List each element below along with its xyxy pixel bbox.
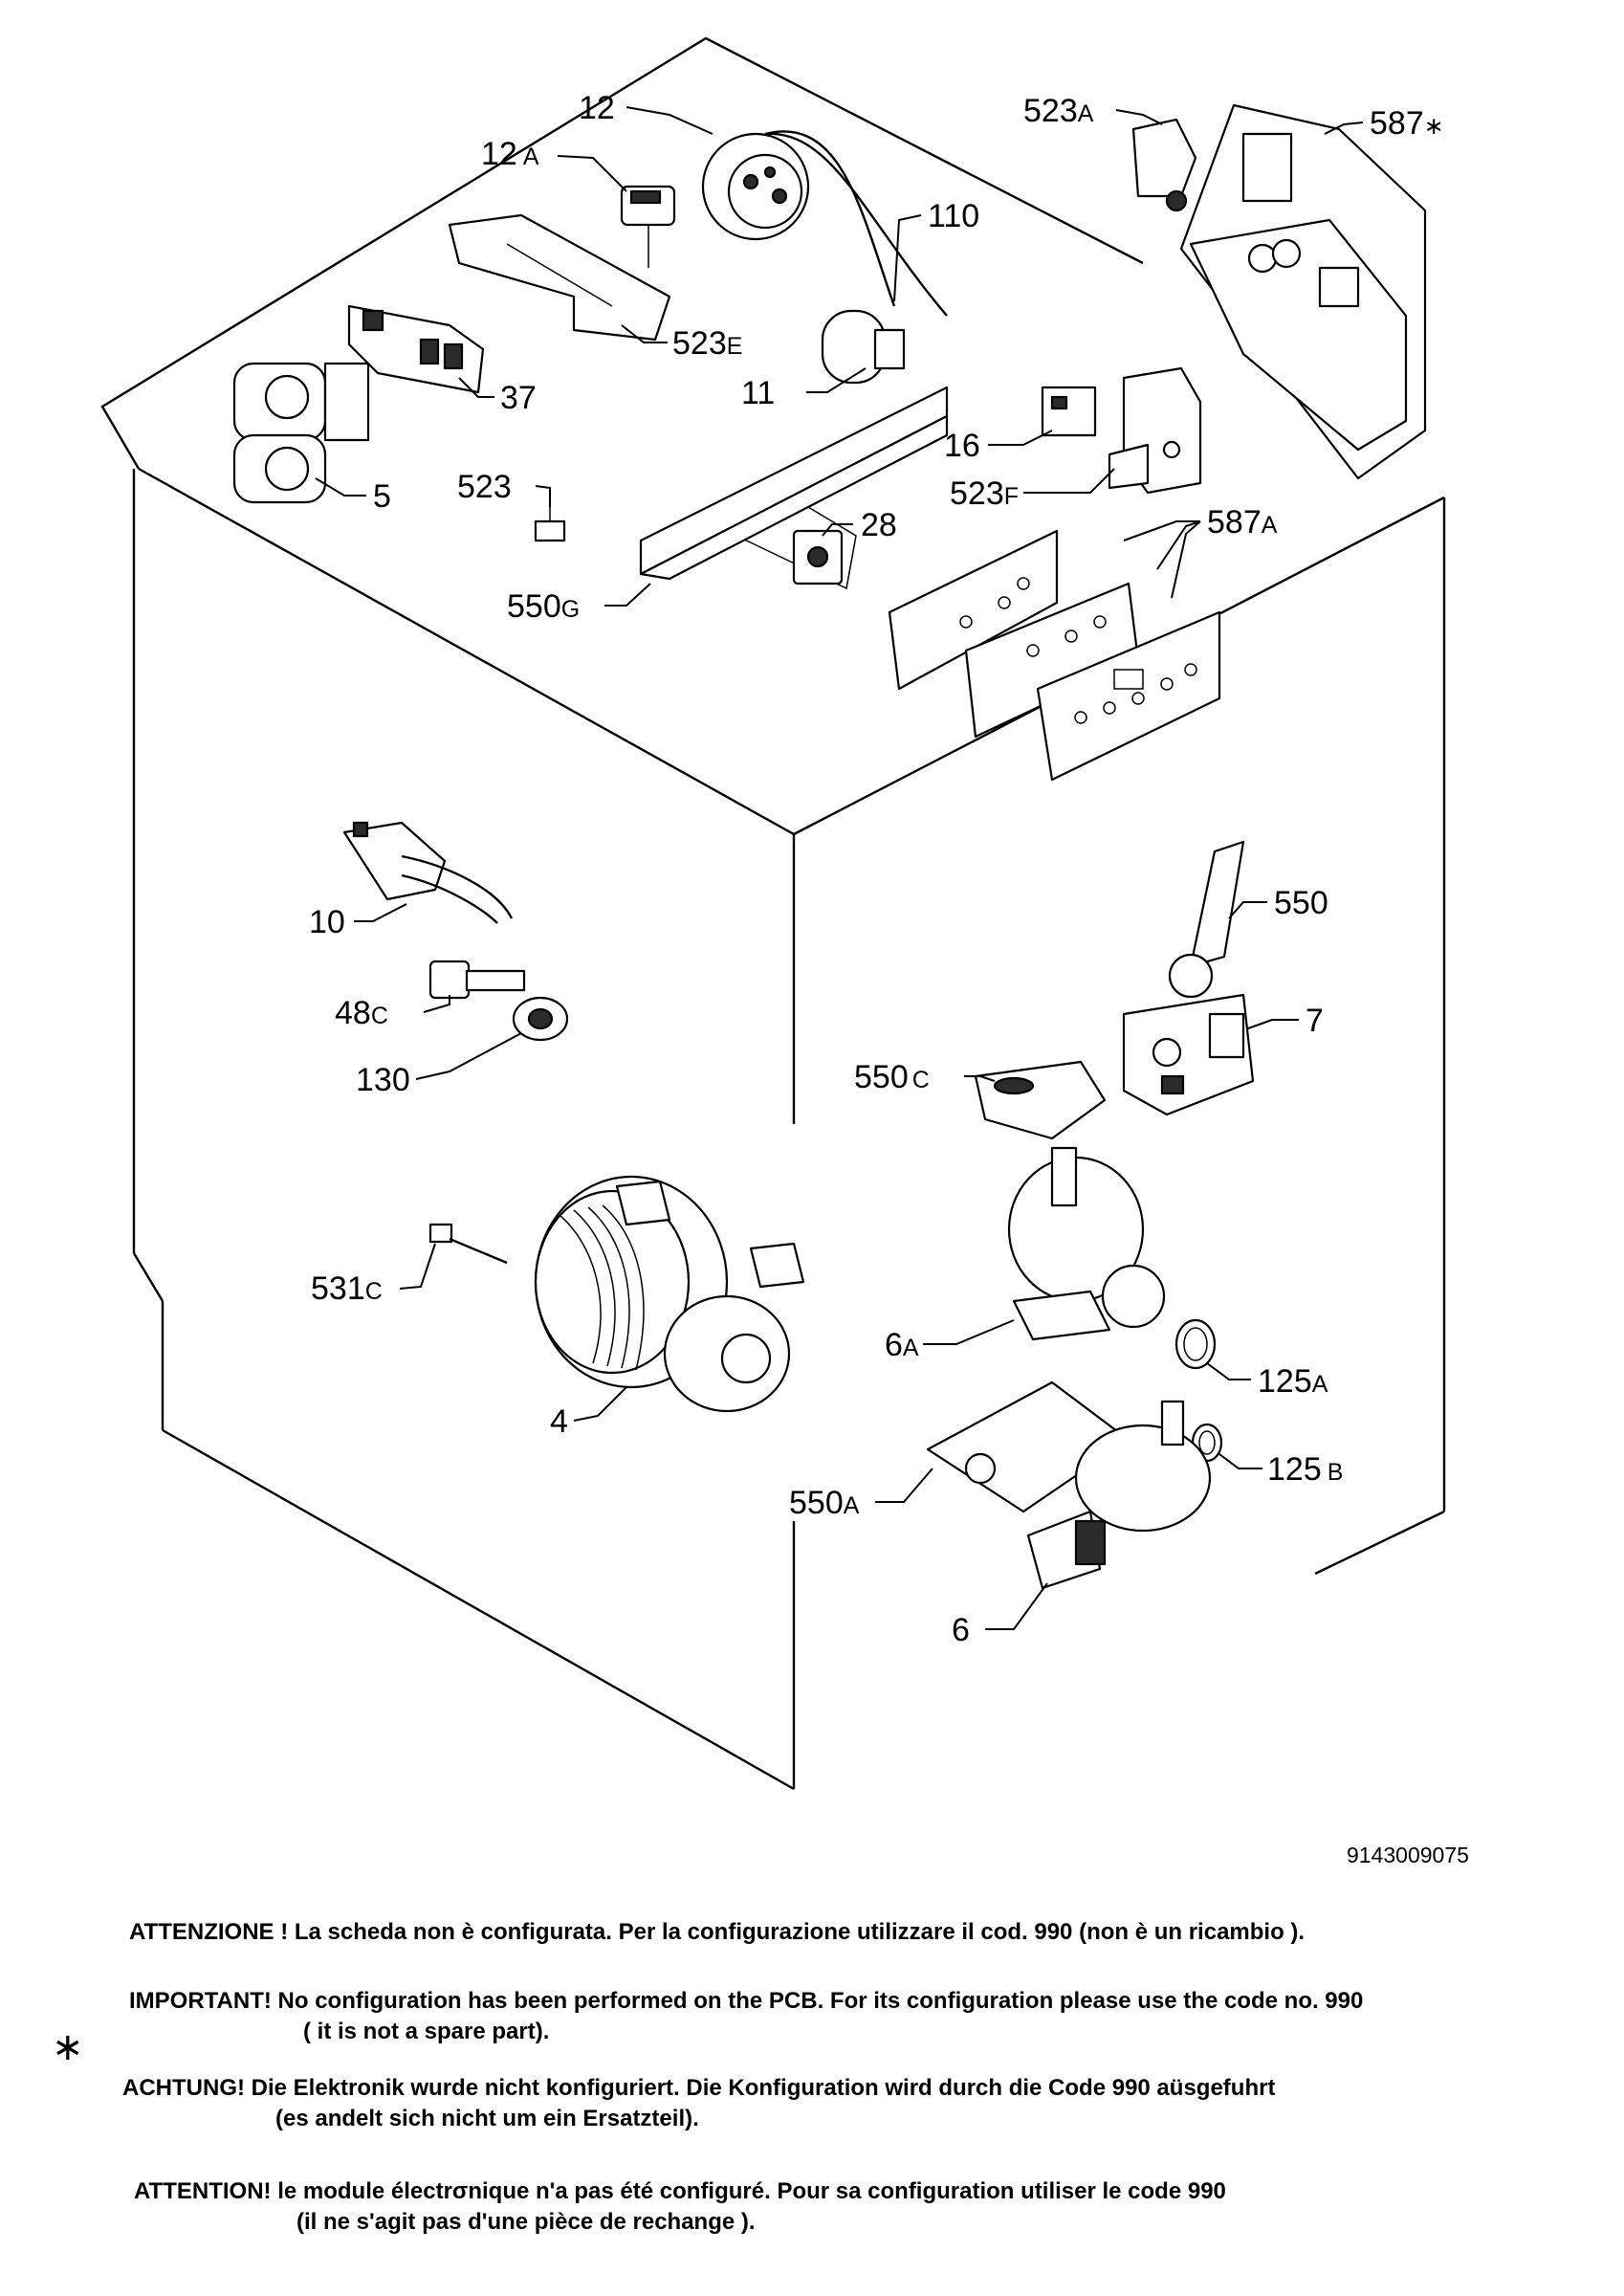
switch-part-16 <box>1041 386 1097 437</box>
label-587-star: 587∗ <box>1370 105 1444 142</box>
label-37: 37 <box>500 380 537 416</box>
gasket-part-28 <box>792 529 844 585</box>
label-11: 11 <box>741 375 775 411</box>
rail-part-550g <box>639 386 949 581</box>
label-10: 10 <box>309 904 345 940</box>
label-6: 6 <box>952 1612 970 1648</box>
label-16: 16 <box>944 428 980 464</box>
capacitor-part-11 <box>821 309 906 385</box>
label-48c: 48C <box>335 995 388 1031</box>
pump-housing-part-6a <box>1007 1146 1166 1341</box>
hose-part-110 <box>764 132 948 317</box>
label-523: 523 <box>457 469 512 505</box>
motor-part-4 <box>534 1175 805 1413</box>
control-board-part-587-star <box>1179 103 1427 480</box>
drawing-number: 9143009075 <box>1347 1843 1469 1867</box>
screw-part-531c <box>428 1223 508 1265</box>
seal-part-125a <box>1174 1318 1217 1370</box>
solenoid-valve-part-5 <box>232 362 370 504</box>
panel-boards-part-587a <box>888 529 1221 782</box>
drain-pump-part-6 <box>1026 1400 1212 1590</box>
label-531c: 531C <box>311 1270 383 1307</box>
connector-part-37 <box>347 304 485 394</box>
label-550g: 550G <box>507 588 580 625</box>
label-7: 7 <box>1306 1003 1324 1039</box>
module-part-523f <box>1108 366 1202 495</box>
label-28: 28 <box>861 507 897 543</box>
lever-part-550 <box>1168 840 1245 999</box>
pressure-switch-part-12a <box>620 185 676 268</box>
label-6a: 6A <box>885 1327 919 1363</box>
module-part-7 <box>1122 993 1255 1116</box>
sensor-part-48c <box>428 960 526 1000</box>
label-4: 4 <box>550 1403 568 1440</box>
heater-element-part-10 <box>342 821 514 924</box>
cap-part-523a <box>1131 118 1197 212</box>
label-523a: 523A <box>1023 93 1094 129</box>
label-130: 130 <box>356 1062 410 1098</box>
leader-lines <box>315 106 1364 1630</box>
label-550a: 550A <box>789 1485 860 1521</box>
label-12: 12 <box>579 90 615 126</box>
label-550: 550 <box>1274 885 1328 921</box>
label-523e: 523E <box>672 325 742 362</box>
label-587a: 587A <box>1207 504 1278 541</box>
grommet-part-130 <box>512 996 569 1042</box>
clip-part-523 <box>534 507 566 542</box>
label-523f: 523F <box>950 475 1019 512</box>
cover-part-550c <box>974 1060 1107 1140</box>
label-5: 5 <box>373 478 391 515</box>
bracket-part-523e <box>448 213 671 342</box>
label-110: 110 <box>928 198 979 234</box>
pressure-switch-part-12 <box>701 130 896 307</box>
label-125a: 125A <box>1258 1363 1328 1400</box>
